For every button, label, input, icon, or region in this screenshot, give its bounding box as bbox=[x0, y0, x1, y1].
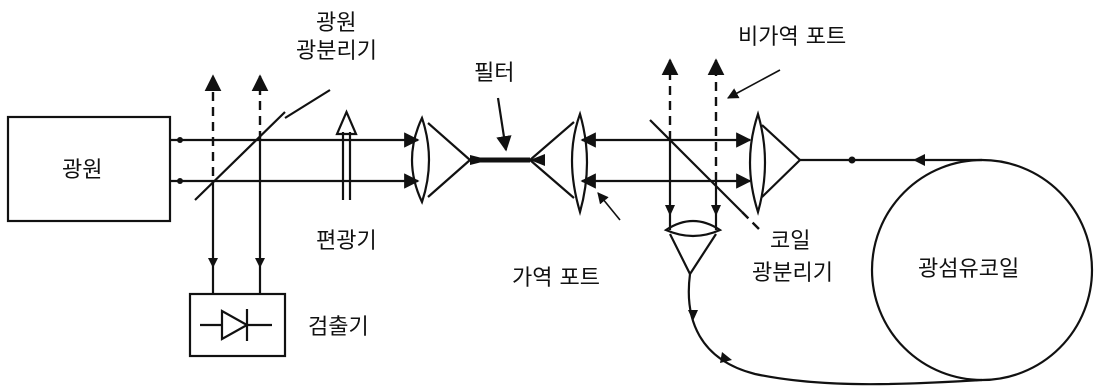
fiber-dot bbox=[848, 156, 856, 164]
reciprocal-port-pointer bbox=[597, 192, 621, 221]
lens-1 bbox=[410, 115, 431, 205]
focus-line bbox=[761, 124, 801, 161]
focus-line bbox=[427, 159, 471, 198]
lens-4 bbox=[748, 110, 767, 216]
coil-splitter-pointer bbox=[741, 211, 763, 233]
filter-pointer bbox=[496, 97, 512, 152]
diode-icon bbox=[220, 309, 250, 341]
fiber-lower bbox=[687, 273, 983, 386]
focus-line bbox=[689, 233, 717, 275]
fiber-arrow bbox=[688, 310, 698, 321]
detector-label: 검출기 bbox=[308, 315, 369, 340]
source-splitter-pointer bbox=[284, 89, 331, 119]
coil-down-arrow bbox=[711, 205, 721, 216]
focus-line bbox=[529, 121, 575, 161]
lens-3 bbox=[663, 219, 723, 238]
source-splitter-label-1: 광원 bbox=[316, 11, 356, 36]
nonreciprocal-port-label: 비가역 포트 bbox=[738, 25, 846, 50]
coil-splitter-plate bbox=[649, 119, 743, 213]
fiber-coil-label: 광섬유코일 bbox=[918, 257, 1019, 282]
focus-line bbox=[529, 159, 575, 199]
filter-arrow bbox=[470, 155, 490, 165]
reciprocal-port-label: 가역 포트 bbox=[512, 266, 600, 291]
light-source-box bbox=[6, 115, 172, 223]
filter-arrow bbox=[530, 154, 545, 166]
detector-box bbox=[188, 292, 287, 358]
filter-label: 필터 bbox=[474, 61, 514, 86]
source-splitter-plate bbox=[194, 111, 286, 201]
beam-dot bbox=[177, 137, 183, 143]
fiber-arrow bbox=[720, 352, 732, 363]
beam-dot bbox=[177, 178, 183, 184]
fiber-arrow bbox=[913, 154, 925, 166]
polarizer-arrowhead bbox=[335, 109, 358, 136]
source-splitter-label-2: 광분리기 bbox=[296, 39, 377, 64]
light-source-label: 광원 bbox=[62, 158, 102, 183]
detector-arrow bbox=[255, 258, 265, 268]
focus-line bbox=[761, 159, 801, 198]
focus-line bbox=[669, 233, 691, 275]
coil-splitter-label-2: 광분리기 bbox=[752, 261, 833, 286]
nonreciprocal-port-pointer bbox=[727, 69, 781, 99]
focus-line bbox=[427, 122, 471, 161]
polarizer-label: 편광기 bbox=[316, 229, 377, 254]
coil-splitter-label-1: 코일 bbox=[770, 229, 810, 254]
coil-down-arrow bbox=[665, 205, 675, 216]
detector-arrow bbox=[208, 258, 218, 268]
